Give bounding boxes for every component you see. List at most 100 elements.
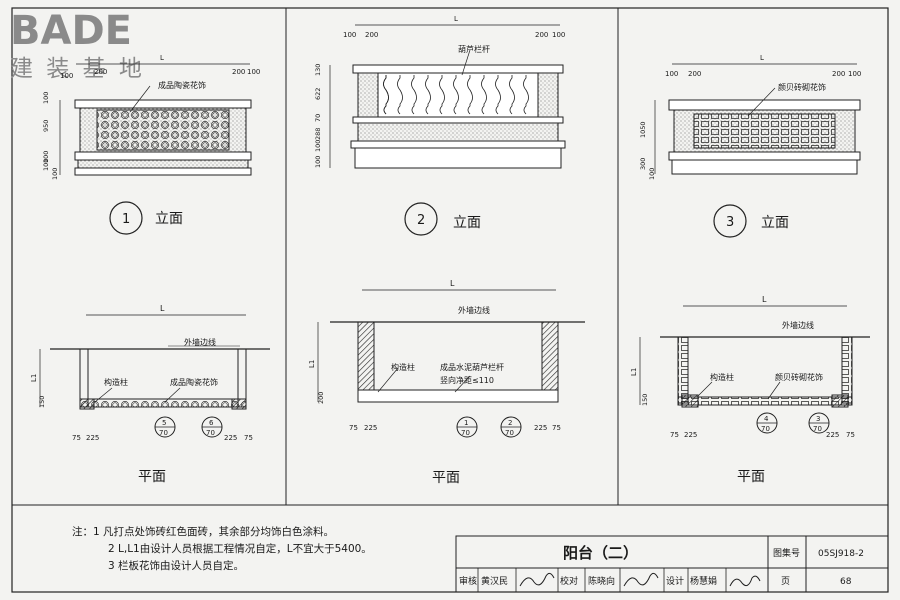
svg-text:68: 68 xyxy=(840,577,852,587)
detail-ref-5-70: 5 70 xyxy=(154,416,176,438)
svg-text:288: 288 xyxy=(314,128,322,140)
svg-text:外墙边线: 外墙边线 xyxy=(782,320,814,330)
svg-text:L: L xyxy=(160,54,164,62)
detail-ref-4-70: 4 70 xyxy=(756,412,778,434)
baluster-row xyxy=(383,75,529,115)
svg-text:75: 75 xyxy=(670,431,679,439)
svg-text:300: 300 xyxy=(639,158,647,170)
drawing-title: 阳台（二） xyxy=(563,544,638,562)
detail-ref-6-70: 6 70 xyxy=(201,416,223,438)
svg-text:4: 4 xyxy=(764,415,769,423)
bade-logo: BADE 建 装 基 地 xyxy=(10,8,145,82)
svg-text:75: 75 xyxy=(72,434,81,442)
svg-text:150: 150 xyxy=(641,394,649,406)
svg-text:225: 225 xyxy=(534,424,547,432)
svg-text:颜贝砖砌花饰: 颜贝砖砌花饰 xyxy=(775,372,823,382)
svg-text:成品陶瓷花饰: 成品陶瓷花饰 xyxy=(158,80,206,90)
baluster xyxy=(523,75,529,115)
baluster xyxy=(411,75,417,115)
svg-text:75: 75 xyxy=(349,424,358,432)
svg-text:图集号: 图集号 xyxy=(773,547,800,559)
svg-text:225: 225 xyxy=(684,431,697,439)
signature-designer xyxy=(729,575,761,587)
baluster xyxy=(453,75,459,115)
svg-text:622: 622 xyxy=(314,88,322,100)
svg-text:100: 100 xyxy=(42,92,50,104)
baluster xyxy=(467,75,473,115)
baluster xyxy=(383,75,389,115)
svg-text:L1: L1 xyxy=(308,360,316,368)
svg-text:75: 75 xyxy=(244,434,253,442)
svg-text:审核: 审核 xyxy=(459,575,477,587)
elevation-2: L 100 200 200 100 葫芦栏杆 130 622 70 288 10… xyxy=(314,15,566,236)
svg-text:100: 100 xyxy=(665,70,678,78)
svg-text:L: L xyxy=(762,295,767,304)
svg-text:L1: L1 xyxy=(630,368,638,376)
elevation-3: L 100 200 200 100 颜贝砖砌花饰 1050 300 100 3 … xyxy=(639,54,861,238)
svg-text:成品水泥葫芦栏杆: 成品水泥葫芦栏杆 xyxy=(440,362,504,372)
svg-text:构造柱: 构造柱 xyxy=(391,362,415,372)
svg-text:3: 3 xyxy=(816,415,820,423)
svg-text:建 装 基 地: 建 装 基 地 xyxy=(10,56,145,82)
title-block: 阳台（二） 图集号 05SJ918-2 审核 黄汉民 校对 陈晓向 设计 杨慧娟… xyxy=(455,535,889,593)
svg-text:L: L xyxy=(160,304,165,313)
plan-3: L 外墙边线 构造柱 颜贝砖砌花饰 L1 150 75 225 225 75 4… xyxy=(630,295,870,485)
svg-text:200: 200 xyxy=(232,68,245,76)
svg-text:100: 100 xyxy=(648,168,656,180)
svg-text:100: 100 xyxy=(314,140,322,152)
svg-text:立面: 立面 xyxy=(761,215,789,231)
svg-text:1050: 1050 xyxy=(639,121,647,138)
detail-ref-2-70: 2 70 xyxy=(500,416,522,438)
plan-1: L 外墙边线 构造柱 成品陶瓷花饰 L1 150 75 225 225 75 5… xyxy=(30,304,270,485)
note-1: 注：1 凡打点处饰砖红色面砖，其余部分均饰白色涂料。 xyxy=(72,526,335,538)
svg-text:葫芦栏杆: 葫芦栏杆 xyxy=(458,44,490,54)
svg-text:5: 5 xyxy=(162,419,166,427)
note-3: 3 栏板花饰由设计人员自定。 xyxy=(108,560,245,572)
svg-text:130: 130 xyxy=(314,64,322,76)
svg-text:外墙边线: 外墙边线 xyxy=(184,337,216,347)
svg-text:100: 100 xyxy=(60,72,73,80)
svg-text:70: 70 xyxy=(761,425,770,433)
svg-text:225: 225 xyxy=(364,424,377,432)
drawing-notes: 注：1 凡打点处饰砖红色面砖，其余部分均饰白色涂料。 2 L,L1由设计人员根据… xyxy=(72,524,372,575)
svg-text:L: L xyxy=(454,15,458,23)
svg-text:2: 2 xyxy=(508,419,512,427)
svg-text:100: 100 xyxy=(42,159,50,171)
svg-text:外墙边线: 外墙边线 xyxy=(458,305,490,315)
svg-text:100: 100 xyxy=(552,31,565,39)
svg-text:70: 70 xyxy=(461,429,470,437)
baluster xyxy=(509,75,515,115)
baluster xyxy=(481,75,487,115)
svg-text:校对: 校对 xyxy=(560,575,578,587)
svg-text:构造柱: 构造柱 xyxy=(104,377,128,387)
svg-text:平面: 平面 xyxy=(737,469,765,485)
svg-text:立面: 立面 xyxy=(453,215,481,231)
elevation-1: L 100 200 200 100 成品陶瓷花饰 100 950 100 100… xyxy=(42,54,260,235)
svg-text:225: 225 xyxy=(826,431,839,439)
svg-text:平面: 平面 xyxy=(138,469,166,485)
baluster xyxy=(495,75,501,115)
svg-text:L1: L1 xyxy=(30,374,38,382)
svg-text:70: 70 xyxy=(206,429,215,437)
svg-text:6: 6 xyxy=(209,419,214,427)
svg-text:100: 100 xyxy=(314,156,322,168)
svg-text:BADE: BADE xyxy=(10,8,132,54)
svg-text:1: 1 xyxy=(464,419,468,427)
baluster xyxy=(397,75,403,115)
svg-text:70: 70 xyxy=(159,429,168,437)
detail-ref-1-70: 1 70 xyxy=(456,416,478,438)
svg-text:1: 1 xyxy=(122,212,130,227)
svg-text:L: L xyxy=(450,279,455,288)
plan-2: L 外墙边线 构造柱 成品水泥葫芦栏杆 竖向净距≤110 L1 200 75 2… xyxy=(308,279,585,486)
svg-text:成品陶瓷花饰: 成品陶瓷花饰 xyxy=(170,377,218,387)
svg-text:2: 2 xyxy=(417,213,425,228)
svg-text:100: 100 xyxy=(247,68,260,76)
svg-text:100: 100 xyxy=(848,70,861,78)
svg-text:75: 75 xyxy=(846,431,855,439)
svg-text:950: 950 xyxy=(42,120,50,132)
svg-text:200: 200 xyxy=(365,31,378,39)
svg-text:200: 200 xyxy=(832,70,845,78)
baluster xyxy=(439,75,445,115)
svg-text:设计: 设计 xyxy=(666,575,684,587)
